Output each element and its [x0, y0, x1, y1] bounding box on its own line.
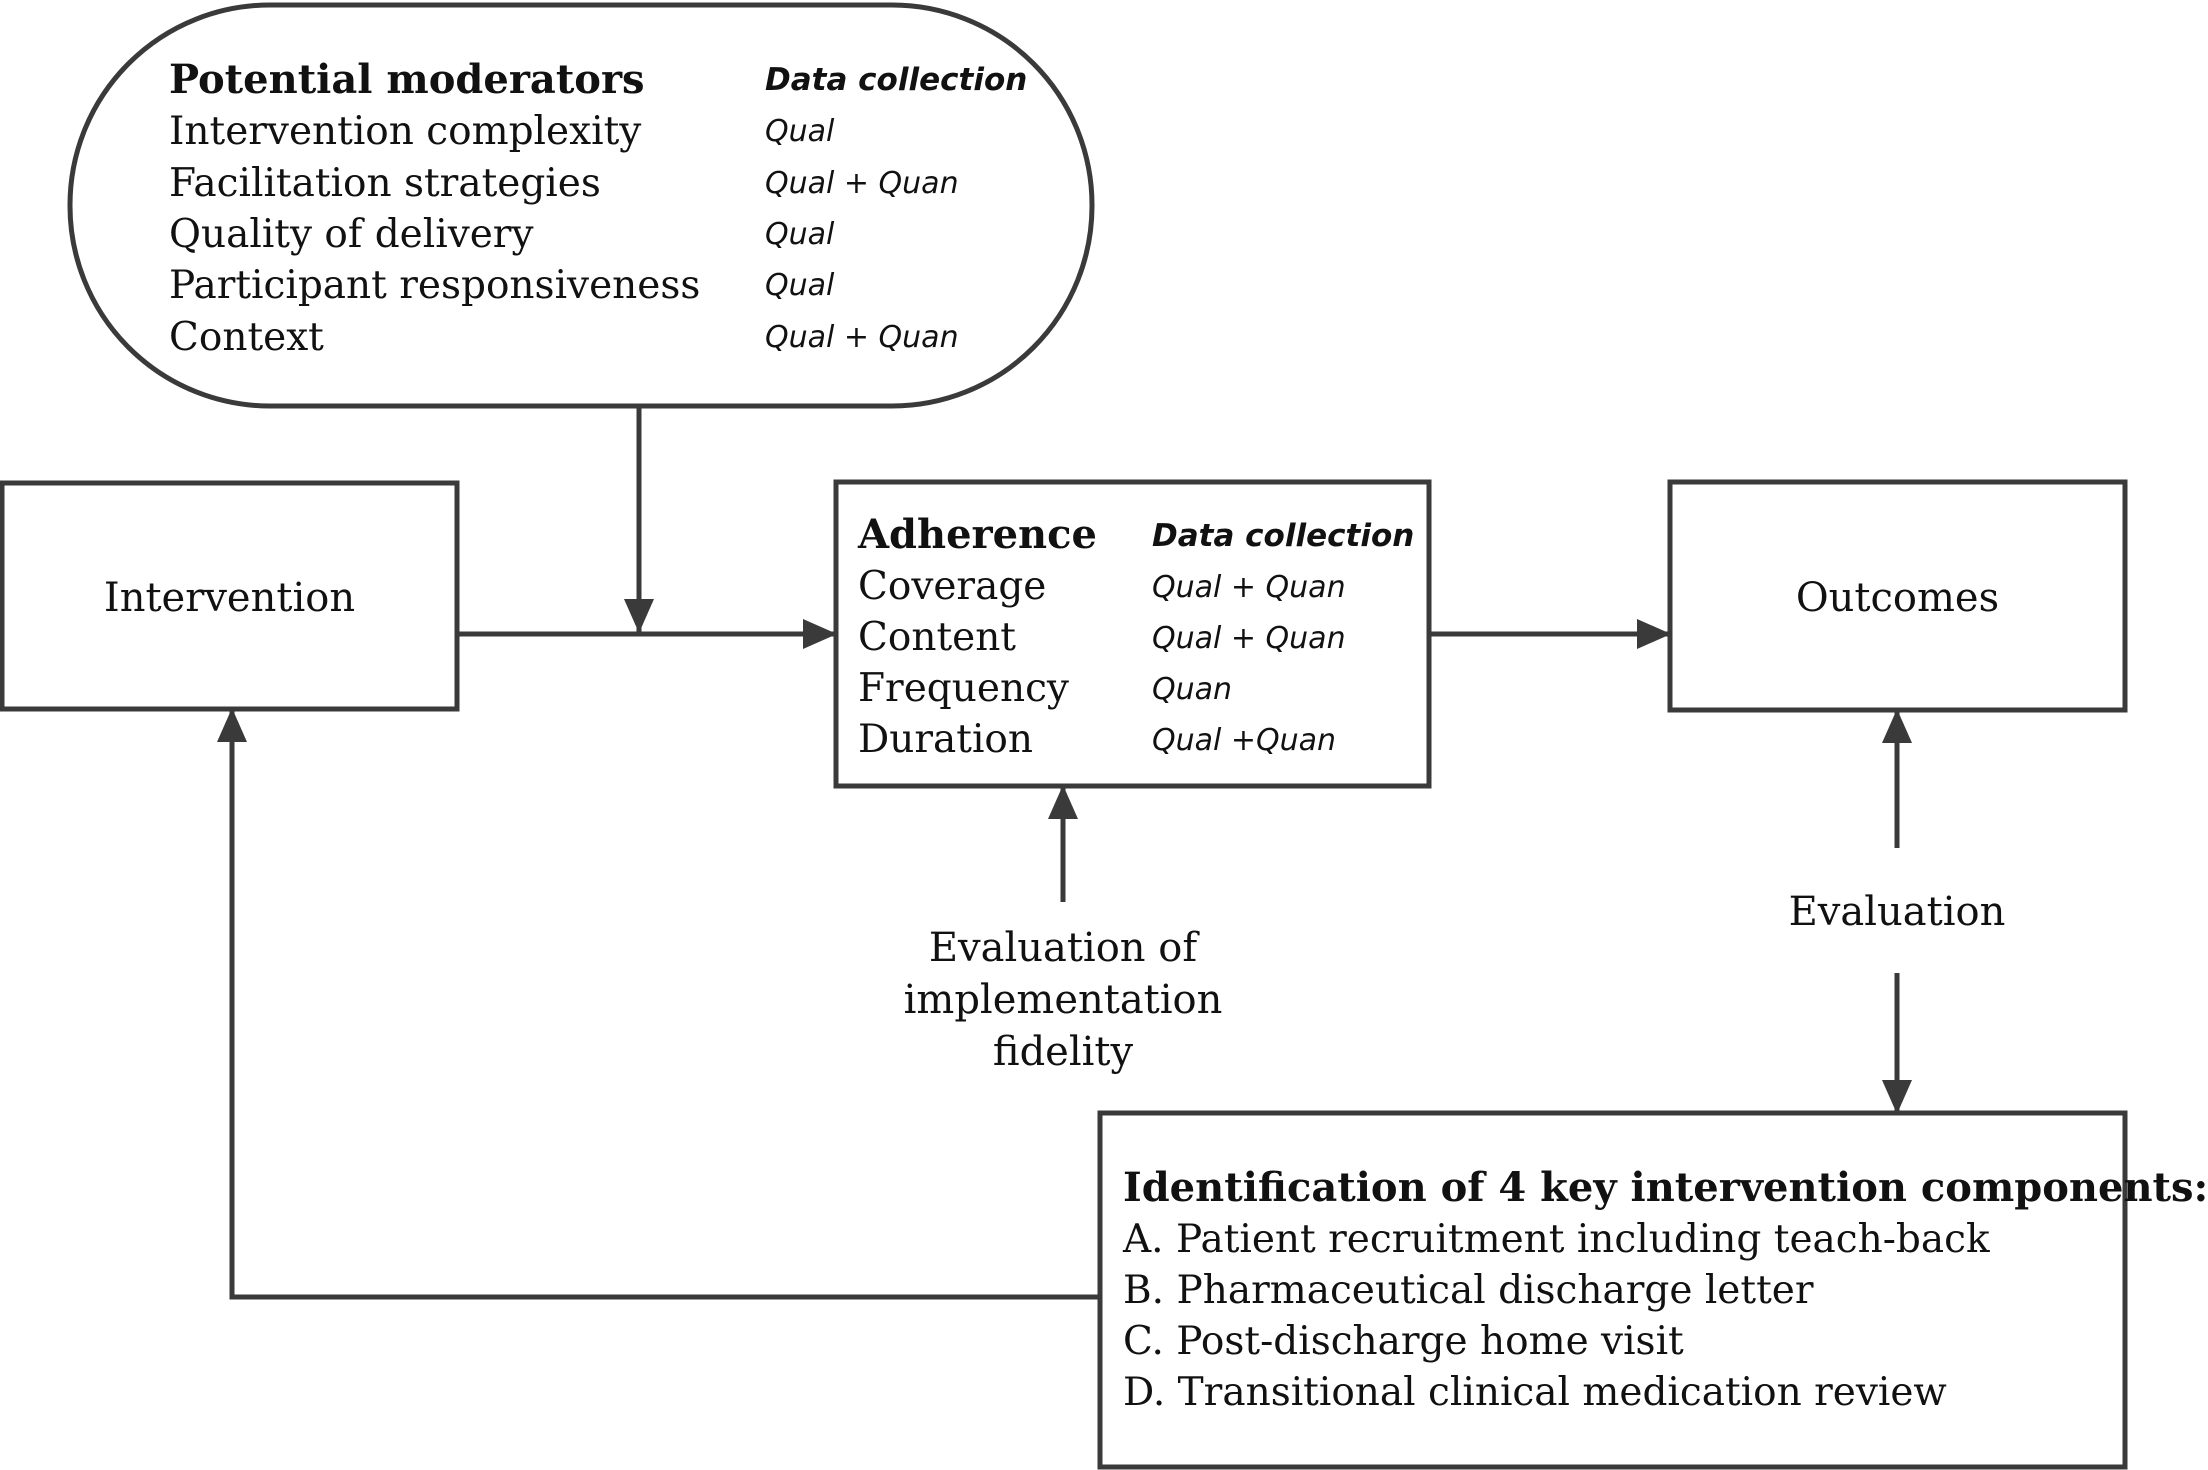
components-title: Identification of 4 key intervention com… — [1123, 1164, 2208, 1211]
intervention-box — [0, 480, 460, 712]
moderators-box — [67, 2, 1095, 409]
flow-diagram — [0, 2, 2128, 1470]
adherence-method: Quan — [1152, 672, 1233, 707]
adherence-box — [833, 479, 1432, 789]
fidelity-evaluation-line: implementation — [903, 977, 1223, 1023]
component-item: A. Patient recruitment including teach-b… — [1123, 1217, 1990, 1262]
moderator-method: Qual — [765, 114, 835, 149]
components-box — [1097, 1110, 2128, 1470]
fidelity-evaluation-line: fidelity — [992, 1029, 1134, 1075]
adherence-method: Qual + Quan — [1152, 570, 1346, 605]
moderator-label: Participant responsiveness — [169, 263, 701, 308]
adherence-method: Qual + Quan — [1152, 621, 1346, 656]
moderator-method: Qual — [765, 268, 835, 303]
component-item: B. Pharmaceutical discharge letter — [1123, 1268, 1814, 1313]
fidelity-evaluation-line: Evaluation of — [928, 925, 1198, 971]
adherence-label: Frequency — [858, 666, 1069, 711]
adherence-title: Adherence — [858, 511, 1097, 558]
moderator-label: Intervention complexity — [169, 109, 642, 154]
adherence-label: Content — [858, 615, 1016, 660]
moderators-data-collection-header: Data collection — [765, 62, 1028, 98]
adherence-data-collection-header: Data collection — [1152, 518, 1415, 554]
moderator-method: Qual + Quan — [765, 166, 959, 201]
moderator-method: Qual + Quan — [765, 320, 959, 355]
adherence-label: Duration — [858, 717, 1034, 762]
moderator-label: Quality of delivery — [169, 212, 534, 257]
intervention-label: Intervention — [103, 575, 356, 621]
outcomes-box — [1667, 479, 2128, 713]
moderators-title: Potential moderators — [169, 56, 645, 103]
adherence-label: Coverage — [858, 564, 1047, 609]
adherence-method: Qual +Quan — [1152, 723, 1337, 758]
moderator-method: Qual — [765, 217, 835, 252]
outcomes-label: Outcomes — [1795, 575, 2000, 621]
arrow-components-to-intervention — [217, 708, 1100, 1300]
moderator-label: Context — [169, 315, 324, 360]
component-item: C. Post-discharge home visit — [1123, 1319, 1684, 1364]
evaluation-label: Evaluation — [1788, 889, 2006, 935]
component-item: D. Transitional clinical medication revi… — [1123, 1370, 1947, 1415]
moderator-label: Facilitation strategies — [169, 161, 601, 206]
